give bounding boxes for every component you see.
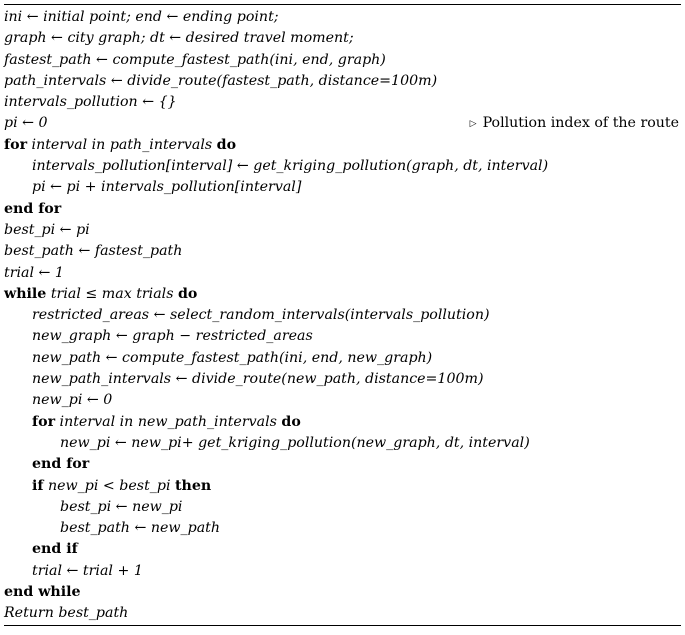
algo-line-3: fastest_path ← compute_fastest_path(ini,… [4, 50, 681, 71]
keyword: do [216, 136, 237, 153]
algo-line-text: path_intervals ← divide_route(fastest_pa… [4, 72, 438, 89]
keyword: do [178, 285, 198, 302]
algo-comment: ▷ Pollution index of the route [470, 113, 679, 135]
algo-line-text: interval in path_intervals [27, 136, 217, 153]
algo-line-1: ini ← initial point; end ← ending point; [4, 7, 681, 28]
algo-line-24: best_pi ← new_pi [4, 497, 681, 518]
algo-line-text: pi ← 0 [4, 115, 48, 132]
algo-line-text: best_pi ← new_pi [60, 498, 183, 515]
algo-line-15: restricted_areas ← select_random_interva… [4, 305, 681, 326]
algo-line-7: for interval in path_intervals do [4, 135, 681, 156]
comment-triangle-icon: ▷ [469, 119, 477, 130]
algo-line-26: end if [4, 539, 681, 560]
algo-line-text: trial ← trial + 1 [32, 562, 143, 579]
algo-line-text: intervals_pollution ← {} [4, 94, 177, 111]
algo-line-6: pi ← 0 ▷ Pollution index of the route [4, 113, 681, 134]
algo-line-22: end for [4, 454, 681, 475]
algo-line-28: end while [4, 582, 681, 603]
algo-comment-text: Pollution index of the route [482, 115, 679, 132]
algo-line-text: pi ← pi + intervals_pollution[interval] [32, 179, 302, 196]
keyword: end for [32, 456, 90, 473]
algo-line-text: new_pi ← new_pi+ get_kriging_pollution(n… [60, 434, 530, 451]
algo-line-9: pi ← pi + intervals_pollution[interval] [4, 177, 681, 198]
algo-line-text: Return best_path [4, 605, 129, 622]
keyword: do [281, 413, 301, 430]
algo-line-text: trial ≤ max trials [46, 285, 179, 302]
algo-line-text: trial ← 1 [4, 264, 64, 281]
algo-line-text: best_path ← new_path [60, 520, 220, 537]
algo-line-text: best_path ← fastest_path [4, 243, 183, 260]
algo-line-18: new_path_intervals ← divide_route(new_pa… [4, 369, 681, 390]
algo-line-20: for interval in new_path_intervals do [4, 412, 681, 433]
algo-line-text: new_pi ← 0 [32, 392, 113, 409]
algo-line-27: trial ← trial + 1 [4, 561, 681, 582]
algo-line-25: best_path ← new_path [4, 518, 681, 539]
algo-line-text: graph ← city graph; dt ← desired travel … [4, 30, 354, 47]
algo-line-5: intervals_pollution ← {} [4, 92, 681, 113]
keyword: end if [32, 541, 78, 558]
keyword: for [4, 136, 28, 153]
algo-line-12: best_path ← fastest_path [4, 241, 681, 262]
algo-line-text: ini ← initial point; end ← ending point; [4, 9, 279, 25]
algo-line-2: graph ← city graph; dt ← desired travel … [4, 28, 681, 49]
keyword: for [32, 413, 56, 430]
algo-line-text: restricted_areas ← select_random_interva… [32, 307, 490, 324]
algo-line-text: new_pi < best_pi [43, 477, 175, 494]
keyword: if [32, 477, 44, 494]
algo-line-text: intervals_pollution[interval] ← get_krig… [32, 158, 549, 175]
algo-line-text: new_graph ← graph − restricted_areas [32, 328, 313, 345]
algo-line-21: new_pi ← new_pi+ get_kriging_pollution(n… [4, 433, 681, 454]
algo-line-29: Return best_path [4, 603, 681, 624]
algo-line-text: best_pi ← pi [4, 221, 90, 238]
algorithm-block: ini ← initial point; end ← ending point;… [4, 4, 681, 626]
algo-line-19: new_pi ← 0 [4, 390, 681, 411]
algo-line-text: new_path_intervals ← divide_route(new_pa… [32, 371, 484, 388]
keyword: end while [4, 584, 81, 601]
algo-line-10: end for [4, 199, 681, 220]
keyword: end for [4, 200, 62, 217]
algo-line-4: path_intervals ← divide_route(fastest_pa… [4, 71, 681, 92]
algo-line-13: trial ← 1 [4, 263, 681, 284]
algo-line-16: new_graph ← graph − restricted_areas [4, 326, 681, 347]
algo-line-14: while trial ≤ max trials do [4, 284, 681, 305]
algo-line-text: new_path ← compute_fastest_path(ini, end… [32, 349, 433, 366]
algo-line-11: best_pi ← pi [4, 220, 681, 241]
keyword: while [4, 285, 47, 302]
algo-line-text: fastest_path ← compute_fastest_path(ini,… [4, 51, 386, 68]
algo-line-text: interval in new_path_intervals [55, 413, 282, 430]
algo-line-23: if new_pi < best_pi then [4, 476, 681, 497]
algo-line-8: intervals_pollution[interval] ← get_krig… [4, 156, 681, 177]
algo-line-17: new_path ← compute_fastest_path(ini, end… [4, 348, 681, 369]
keyword: then [175, 477, 212, 494]
